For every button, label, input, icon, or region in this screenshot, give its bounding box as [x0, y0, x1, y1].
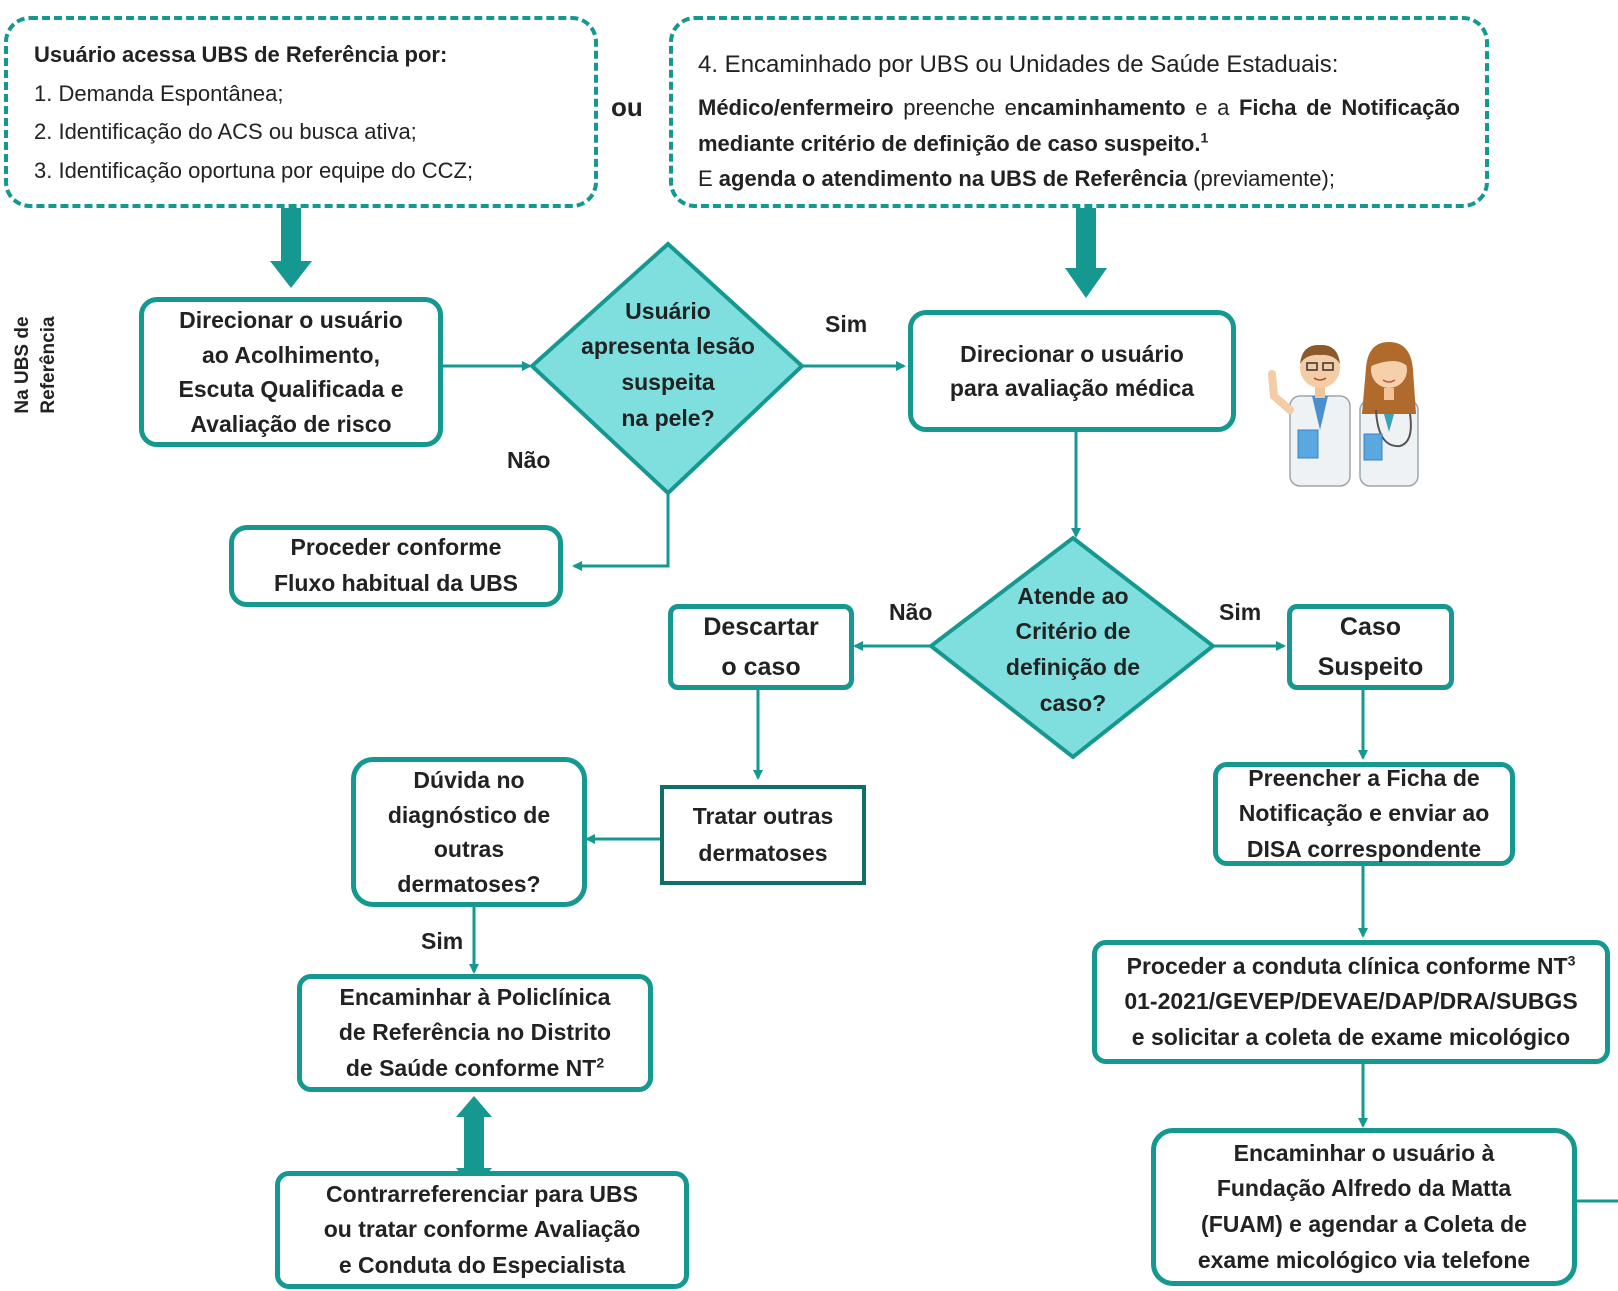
node-line: Caso [1339, 613, 1402, 641]
entry-left-box [4, 16, 598, 208]
node-duvida: Dúvida no diagnóstico de outras dermatos… [351, 757, 587, 907]
node-line: Escuta Qualificada e [178, 376, 404, 402]
node-fuam: Encaminhar o usuário à Fundação Alfredo … [1151, 1128, 1577, 1286]
edge-label-nao: Não [507, 447, 551, 473]
node-line: Avaliação de risco [190, 410, 392, 437]
entry-right-line1: 4. Encaminhado por UBS ou Unidades de Sa… [698, 51, 1339, 78]
node-line: de Referência no Distrito [338, 1019, 612, 1046]
node-line: e Conduta do Especialista [338, 1251, 626, 1278]
entry-right-text: Médico/enfermeiro [698, 95, 894, 121]
node-line: Fluxo habitual da UBS [273, 570, 519, 596]
entry-left-item: 2. Identificação do ACS ou busca ativa; [34, 119, 417, 144]
node-line: DISA correspondente [1246, 835, 1482, 862]
node-line: para avaliação médica [949, 375, 1195, 401]
node-line: 01-2021/GEVEP/DEVAE/DAP/DRA/SUBGS [1124, 988, 1578, 1015]
node-ficha-notificacao: Preencher a Ficha de Notificação e envia… [1213, 762, 1515, 866]
node-tratar-dermatoses: Tratar outras dermatoses [660, 785, 866, 885]
node-line: (FUAM) e agendar a Coleta de [1201, 1211, 1527, 1237]
edge-label-sim: Sim [1219, 599, 1262, 625]
node-contrarreferenciar: Contrarreferenciar para UBS ou tratar co… [275, 1171, 689, 1289]
entry-right-text: ncaminhamento [1016, 95, 1186, 121]
node-lesao: Usuário apresenta lesão suspeita na pele… [560, 290, 776, 440]
entry-left-content: Usuário acessa UBS de Referência por: 1.… [34, 36, 594, 190]
node-line: Tratar outras [692, 803, 834, 830]
node-line: Direcionar o usuário [960, 340, 1184, 367]
node-line: definição de [1005, 654, 1141, 680]
thick-arrow-entry-right [1065, 205, 1107, 298]
edge-label-sim: Sim [421, 928, 464, 954]
node-line: e solicitar a coleta de exame micológico [1131, 1023, 1571, 1050]
node-line: na pele? [621, 404, 715, 431]
node-line: Suspeito [1317, 653, 1424, 681]
node-acolhimento: Direcionar o usuário ao Acolhimento, Esc… [139, 297, 443, 447]
entry-right-text: (previamente); [1187, 165, 1335, 191]
side-label: Na UBS de Referência [10, 290, 61, 440]
node-line: Fundação Alfredo da Matta [1216, 1175, 1512, 1202]
entry-left-title: Usuário acessa UBS de Referência por: [34, 42, 448, 67]
node-line: ao Acolhimento, [201, 341, 381, 368]
side-label-line: Referência [37, 316, 59, 414]
female-doctor-icon [1359, 342, 1419, 487]
edge-label-sim: Sim [825, 311, 868, 337]
node-line: Notificação e enviar ao [1238, 800, 1490, 827]
or-label: ou [611, 92, 643, 122]
thick-arrow-entry-left [270, 205, 312, 288]
entry-right-text: Ficha de Notificação mediante critério d… [698, 95, 1460, 156]
entry-right-text: E [698, 165, 719, 191]
footnote-ref: 2 [596, 1054, 605, 1071]
entry-right-text: agenda o atendimento na UBS de Referênci… [718, 165, 1188, 191]
node-line: caso? [1039, 689, 1107, 716]
edge-label-nao: Não [889, 599, 933, 625]
node-line: de Saúde conforme NT [345, 1054, 597, 1081]
node-line: exame micológico via telefone [1197, 1246, 1531, 1273]
node-line: outras [433, 836, 505, 862]
doctors-illustration [1268, 342, 1419, 487]
diamond-lesao [529, 241, 805, 496]
node-line: dermatoses [698, 840, 828, 866]
entry-left-item: 3. Identificação oportuna por equipe do … [34, 157, 474, 183]
node-line: Preencher a Ficha de [1248, 764, 1480, 791]
male-doctor-icon [1268, 344, 1351, 487]
node-line: o caso [721, 653, 801, 681]
node-descartar: Descartar o caso [668, 604, 854, 690]
entry-right-box [669, 16, 1489, 208]
diamond-criterio [927, 535, 1217, 760]
entry-right-content: 4. Encaminhado por UBS ou Unidades de Sa… [698, 46, 1460, 196]
node-line: dermatoses? [397, 870, 541, 897]
node-policlinica: Encaminhar à Policlínica de Referência n… [297, 974, 653, 1092]
node-caso-suspeito: Caso Suspeito [1287, 604, 1454, 690]
edge-lesao-fluxo-nao [572, 493, 670, 571]
node-conduta-clinica: Proceder a conduta clínica conforme NT3 … [1092, 940, 1610, 1064]
entry-left-item: 1. Demanda Espontânea; [34, 80, 284, 106]
node-line: diagnóstico de [387, 801, 551, 828]
node-line: Critério de [1015, 618, 1131, 645]
node-criterio: Atende ao Critério de definição de caso? [968, 575, 1178, 725]
node-line: ou tratar conforme Avaliação [323, 1216, 641, 1243]
node-line: suspeita [621, 369, 715, 395]
node-avaliacao-medica: Direcionar o usuário para avaliação médi… [908, 310, 1236, 432]
node-line: Dúvida no [413, 767, 525, 793]
node-line: Direcionar o usuário [179, 307, 403, 333]
node-line: Atende ao [1017, 582, 1129, 609]
side-label-line: Na UBS de [12, 316, 33, 414]
footnote-ref: 1 [1200, 129, 1209, 146]
node-fluxo-habitual: Proceder conforme Fluxo habitual da UBS [229, 525, 563, 607]
entry-right-text: e a [1185, 95, 1239, 121]
node-line: Usuário [625, 297, 711, 324]
node-line: Encaminhar o usuário à [1233, 1139, 1495, 1166]
entry-right-text: preenche e [893, 95, 1017, 121]
node-line: Contrarreferenciar para UBS [326, 1180, 638, 1207]
footnote-ref: 3 [1567, 951, 1576, 968]
node-line: Proceder a conduta clínica conforme NT [1126, 952, 1568, 979]
node-line: Descartar [703, 613, 819, 641]
node-line: Encaminhar à Policlínica [339, 983, 611, 1010]
node-line: Proceder conforme [290, 534, 502, 561]
node-line: apresenta lesão [581, 333, 755, 360]
